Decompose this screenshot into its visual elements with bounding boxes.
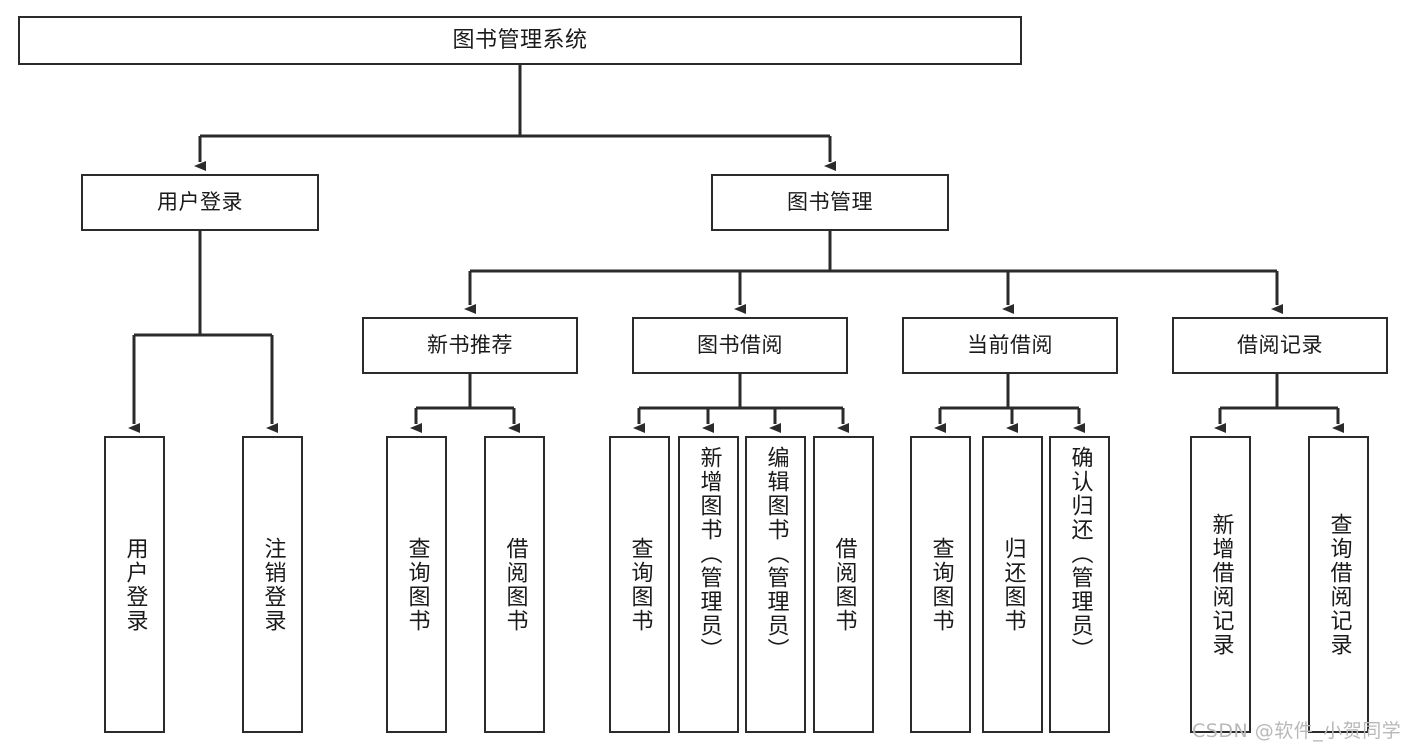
node-label: 新书推荐 xyxy=(427,333,513,358)
node-label: 确认归还（管理员） xyxy=(1067,446,1093,662)
node-label: 查询图书 xyxy=(928,536,954,633)
node-leaf-10[interactable]: 归还图书 xyxy=(982,436,1043,733)
node-leaf-4[interactable]: 借阅图书 xyxy=(484,436,545,733)
node-label: 查询图书 xyxy=(627,536,653,633)
node-level2-2[interactable]: 图书管理 xyxy=(711,174,949,231)
node-label: 图书管理 xyxy=(787,190,873,215)
node-label: 图书借阅 xyxy=(697,333,783,358)
node-label: 借阅图书 xyxy=(831,536,857,633)
node-leaf-8[interactable]: 借阅图书 xyxy=(813,436,874,733)
node-root-system[interactable]: 图书管理系统 xyxy=(18,16,1022,65)
node-label: 查询图书 xyxy=(404,536,430,633)
node-label: 注销登录 xyxy=(260,536,286,633)
node-level3-3[interactable]: 当前借阅 xyxy=(902,317,1118,374)
node-leaf-6[interactable]: 新增图书（管理员） xyxy=(678,436,739,733)
node-label: 用户登录 xyxy=(157,190,243,215)
csdn-watermark: CSDN @软件_小贺同学 xyxy=(1192,720,1402,742)
node-leaf-12[interactable]: 新增借阅记录 xyxy=(1190,436,1251,733)
node-leaf-2[interactable]: 注销登录 xyxy=(242,436,303,733)
node-label: 归还图书 xyxy=(1000,536,1026,633)
node-leaf-5[interactable]: 查询图书 xyxy=(609,436,670,733)
node-leaf-1[interactable]: 用户登录 xyxy=(104,436,165,733)
node-label: 借阅记录 xyxy=(1237,333,1323,358)
node-leaf-13[interactable]: 查询借阅记录 xyxy=(1308,436,1369,733)
node-label: 新增借阅记录 xyxy=(1208,512,1234,657)
node-leaf-9[interactable]: 查询图书 xyxy=(910,436,971,733)
node-level3-2[interactable]: 图书借阅 xyxy=(632,317,848,374)
node-label: 新增图书（管理员） xyxy=(696,446,722,662)
node-level2-1[interactable]: 用户登录 xyxy=(81,174,319,231)
node-label: 图书管理系统 xyxy=(452,27,588,53)
node-label: 当前借阅 xyxy=(967,333,1053,358)
node-label: 用户登录 xyxy=(122,536,148,633)
node-label: 查询借阅记录 xyxy=(1326,512,1352,657)
node-leaf-7[interactable]: 编辑图书（管理员） xyxy=(745,436,806,733)
node-leaf-11[interactable]: 确认归还（管理员） xyxy=(1049,436,1110,733)
node-label: 编辑图书（管理员） xyxy=(763,446,789,662)
node-level3-4[interactable]: 借阅记录 xyxy=(1172,317,1388,374)
node-leaf-3[interactable]: 查询图书 xyxy=(386,436,447,733)
node-label: 借阅图书 xyxy=(502,536,528,633)
node-level3-1[interactable]: 新书推荐 xyxy=(362,317,578,374)
